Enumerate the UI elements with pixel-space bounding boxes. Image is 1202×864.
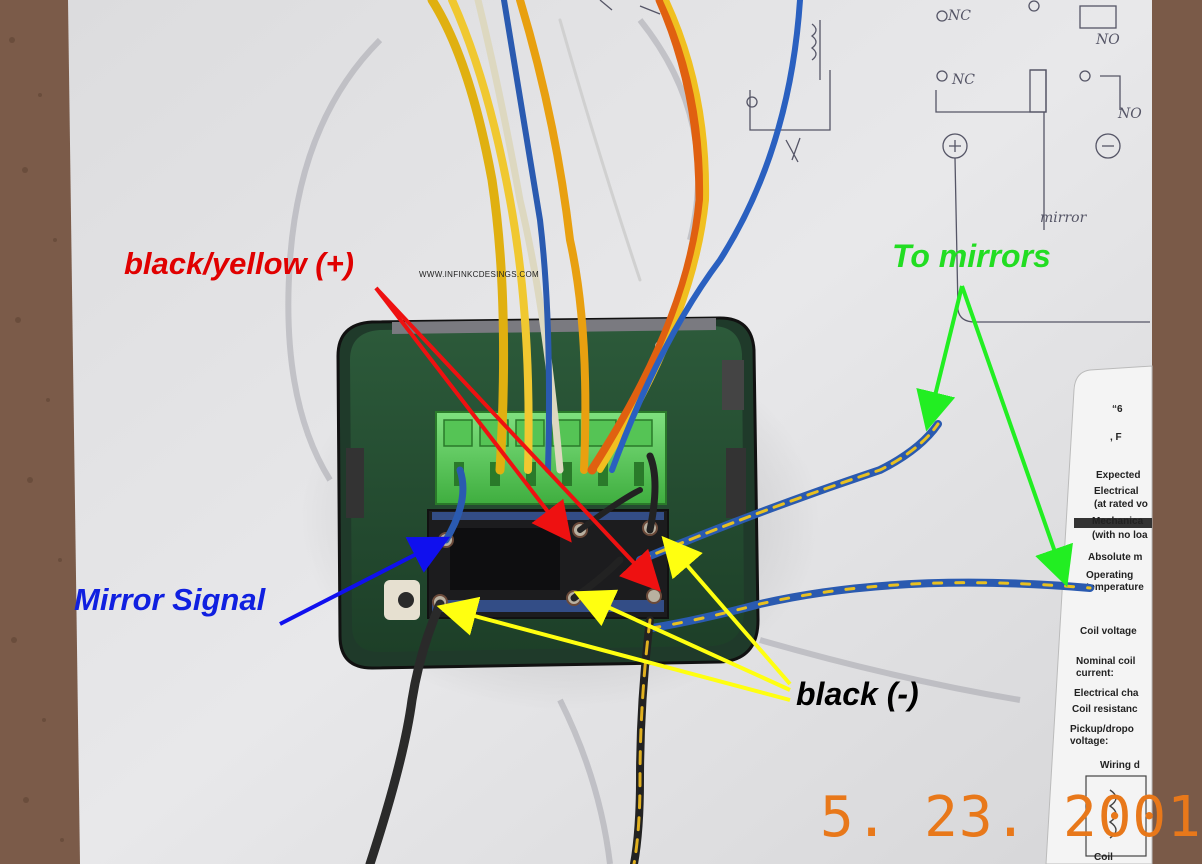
relay-module (427, 509, 669, 619)
datasheet-line: Coil (1094, 852, 1113, 863)
sketch-label-no-mid: NO (1117, 106, 1142, 122)
datasheet-line: Absolute m (1088, 552, 1143, 563)
datasheet-line: Expected (1096, 470, 1140, 481)
datasheet-line: current: (1076, 668, 1114, 679)
datasheet-line: Mechanica (1092, 516, 1144, 527)
datasheet-line: Electrical (1094, 486, 1139, 497)
wire-bundle (427, 0, 803, 475)
label-mirror-signal: Mirror Signal (74, 582, 266, 617)
datasheet-line: Nominal coil (1076, 656, 1136, 667)
sketch-label-mirror: mirror (1040, 210, 1088, 226)
blue-arrow (279, 536, 451, 626)
label-black-yellow-positive: black/yellow (+) (124, 246, 355, 281)
datasheet-line: Pickup/dropo (1070, 724, 1134, 735)
label-black-negative: black (-) (796, 676, 919, 712)
date-stamp: 5. 23. 2001 (820, 785, 1202, 850)
datasheet-line: Coil resistanc (1072, 704, 1138, 715)
schematic-labels: NC NO NC NO mirror (947, 8, 1142, 226)
carpet-background (0, 0, 80, 864)
datasheet-line: temperature (1086, 582, 1144, 593)
green-arrows (916, 285, 1073, 588)
yellow-arrows (436, 535, 792, 702)
svg-text:, F: , F (1110, 432, 1122, 443)
label-to-mirrors: To mirrors (892, 238, 1051, 274)
watermark-text: WWW.INFINKCDESINGS.COM (419, 270, 539, 279)
datasheet-line: Coil voltage (1080, 626, 1137, 637)
sketch-label-nc-mid: NC (951, 72, 975, 88)
relay-datasheet: “6 , F Expected Electrical (at rated vo … (1045, 365, 1153, 864)
relay-wiring-photo: NC NO NC NO mirror “6 , F Expected Elect… (0, 0, 1153, 864)
datasheet-line: Electrical cha (1074, 688, 1139, 699)
datasheet-line: Operating (1086, 570, 1133, 581)
datasheet-line: (at rated vo (1094, 499, 1148, 510)
sketch-label-no-top: NO (1095, 32, 1120, 48)
datasheet-line: (with no loa (1092, 530, 1148, 541)
datasheet-line: Wiring d (1100, 760, 1140, 771)
carpet-texture (9, 37, 64, 842)
datasheet-line: voltage: (1070, 736, 1108, 747)
red-arrows (374, 286, 661, 592)
sketch-label-nc-top: NC (947, 8, 971, 24)
svg-text:“6: “6 (1112, 404, 1123, 415)
